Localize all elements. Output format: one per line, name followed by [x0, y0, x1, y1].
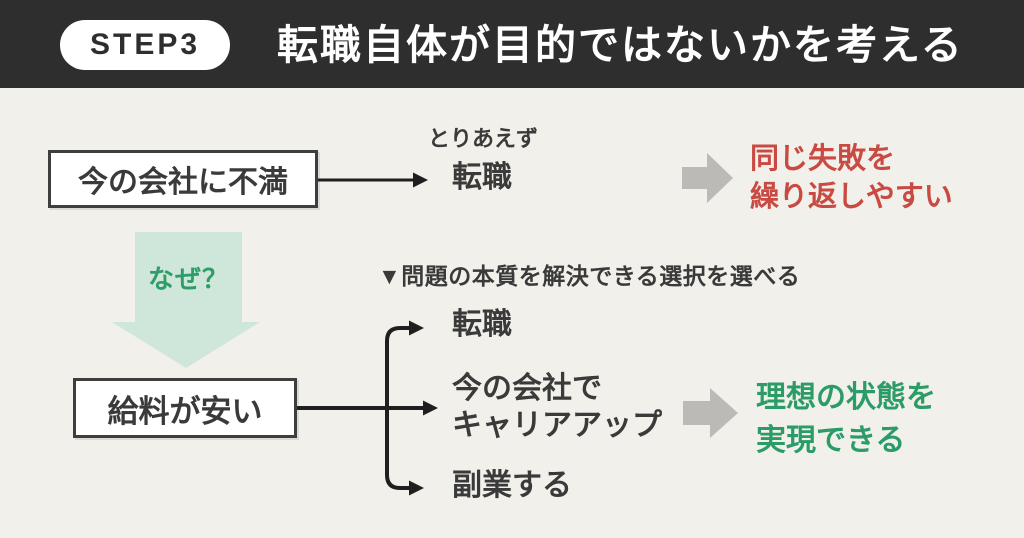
node-label: 今の会社に不満	[78, 166, 288, 199]
arrowhead-icon	[413, 172, 428, 188]
node-label: 給料が安い	[107, 393, 263, 429]
option-career-up-label: 今の会社で キャリアアップ	[452, 372, 662, 442]
arrowhead-icon	[409, 480, 424, 496]
option-side-business-label: 副業する	[452, 469, 572, 502]
arrowhead-icon	[409, 320, 424, 336]
negative-result-label: 同じ失敗を 繰り返しやすい	[750, 143, 953, 213]
arrowhead-icon	[423, 400, 438, 416]
node-low-salary: 給料が安い	[73, 378, 297, 438]
option-job-change-label: 転職	[452, 308, 512, 341]
action-job-change-label: 転職	[452, 161, 512, 194]
qualifier-label: とりあえず	[428, 126, 539, 151]
page-title: 転職自体が目的ではないかを考える	[277, 22, 964, 68]
step-badge: STEP3	[60, 20, 231, 70]
section-label: ▼問題の本質を解決できる選択を選べる	[378, 263, 801, 289]
arrow-source-to-action	[318, 172, 428, 188]
branch-line-outer	[385, 326, 410, 490]
header-bar: STEP3 転職自体が目的ではないかを考える	[0, 0, 1024, 88]
why-label: なぜ？	[147, 264, 229, 294]
result-block-arrow-top-icon	[682, 153, 733, 203]
result-block-arrow-bottom-icon	[683, 388, 738, 438]
positive-result-label: 理想の状態を 実現できる	[756, 381, 936, 457]
why-down-arrow-icon	[112, 232, 260, 368]
node-current-company-dissatisfaction: 今の会社に不満	[48, 150, 318, 208]
branch-connector	[297, 320, 438, 496]
